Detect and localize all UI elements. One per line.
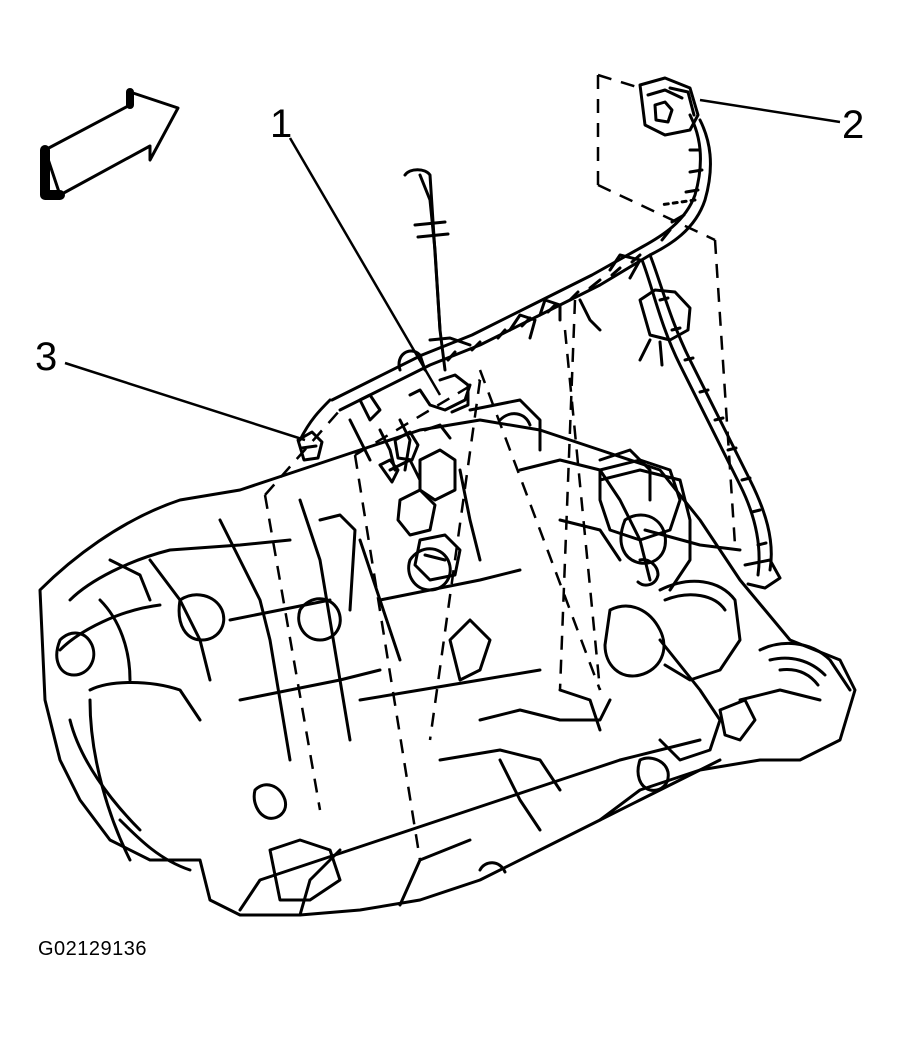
vertical-hose bbox=[403, 168, 472, 372]
retainer-clip bbox=[296, 430, 324, 462]
callout-2-label: 2 bbox=[842, 103, 864, 147]
engine-block-outline bbox=[38, 398, 857, 917]
arrow-forward-icon bbox=[40, 88, 180, 200]
harness-clip bbox=[378, 423, 462, 582]
callout-1-leader bbox=[288, 137, 442, 396]
callout-3-label: 3 bbox=[35, 335, 57, 379]
figure-id: G02129136 bbox=[38, 938, 148, 960]
callout-2-leader bbox=[699, 98, 841, 124]
harness-connector bbox=[638, 76, 700, 137]
callout-leaders bbox=[64, 98, 841, 442]
exploded-view-lines bbox=[263, 73, 737, 861]
wiring-harness bbox=[298, 113, 782, 590]
callout-3-leader bbox=[64, 361, 306, 442]
throttle-body bbox=[598, 458, 742, 587]
callout-1-label: 1 bbox=[270, 102, 292, 146]
